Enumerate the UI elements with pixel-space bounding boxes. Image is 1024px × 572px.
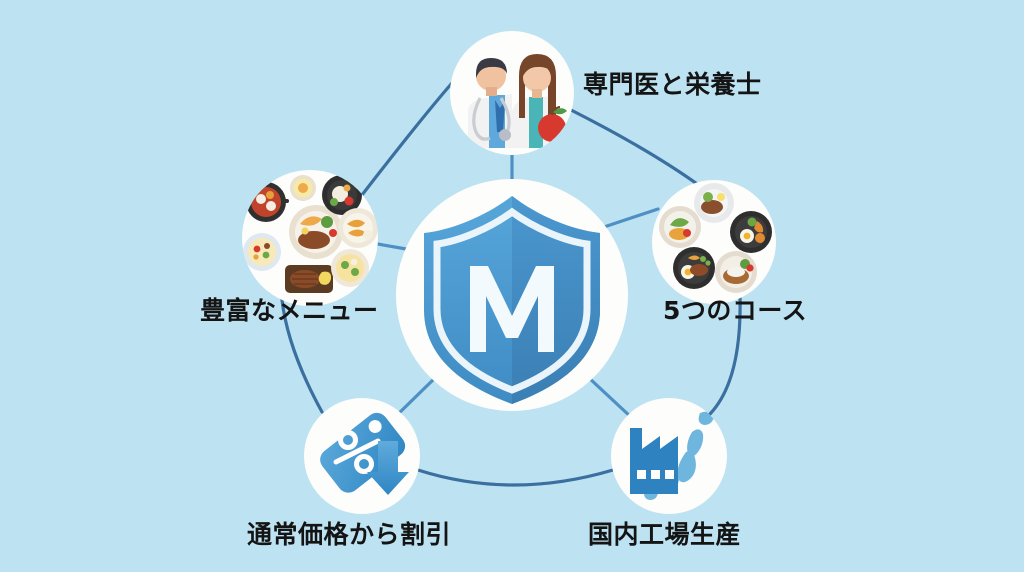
doctor-tie [495,100,505,132]
nutritionist-face [523,64,551,92]
arc-left-to-top [360,81,454,197]
dish-5 [659,206,701,248]
factory-japan-map-icon [630,411,714,500]
dish-steak-bottom [285,265,333,293]
node-label-top: 専門医と栄養士 [583,70,762,99]
dish-eggs-bottom-right [331,249,369,287]
node-label-left: 豊富なメニュー [200,296,379,325]
doctor-neck [486,87,497,96]
node-label-right: 5つのコース [663,296,808,325]
arc-bottomright-to-bottomleft [416,468,615,487]
spoke-to-right [602,207,660,229]
apple-leaf [553,108,567,115]
doctor-hair [476,58,507,78]
down-arrow-icon [367,441,409,495]
stethoscope-tube [472,97,491,141]
dish-soup-left [243,233,281,271]
dish-small-top [290,175,316,201]
arc-bottomleft-to-left [280,298,324,414]
five-meal-courses-icon [659,183,772,293]
dish-fried-right [338,208,378,248]
arc-right-to-bottomright [708,294,742,416]
stethoscope-bell [499,129,511,141]
shield-with-m-letter-icon [424,196,600,404]
dish-2 [730,211,772,253]
nutritionist-shirt [529,97,543,148]
spoke-to-bottomright [586,375,634,420]
apple-stem [550,105,561,116]
dish-4 [673,247,715,289]
percent-symbol [333,430,381,474]
arc-top-to-right [569,108,702,188]
dish-salad-top-right [322,175,362,215]
doctor-and-nutritionist-icon [468,54,567,148]
nutritionist-bangs [523,58,552,76]
dish-1 [694,183,734,223]
apple-icon [538,114,566,142]
node-label-bottom-right: 国内工場生産 [588,520,742,549]
spoke-to-left [370,241,414,252]
dish-center-main [289,205,343,259]
discount-price-tag-icon [320,412,409,495]
spoke-to-bottomleft [392,375,438,420]
dish-3 [715,251,757,293]
stethoscope-tube-2 [499,97,511,131]
price-tag-body [320,412,406,493]
connector-arcs [280,81,742,487]
node-label-bottom-left: 通常価格から割引 [247,520,452,549]
nutritionist-neck [532,89,542,98]
factory-windows [637,470,674,479]
price-tag-hole [368,420,382,434]
